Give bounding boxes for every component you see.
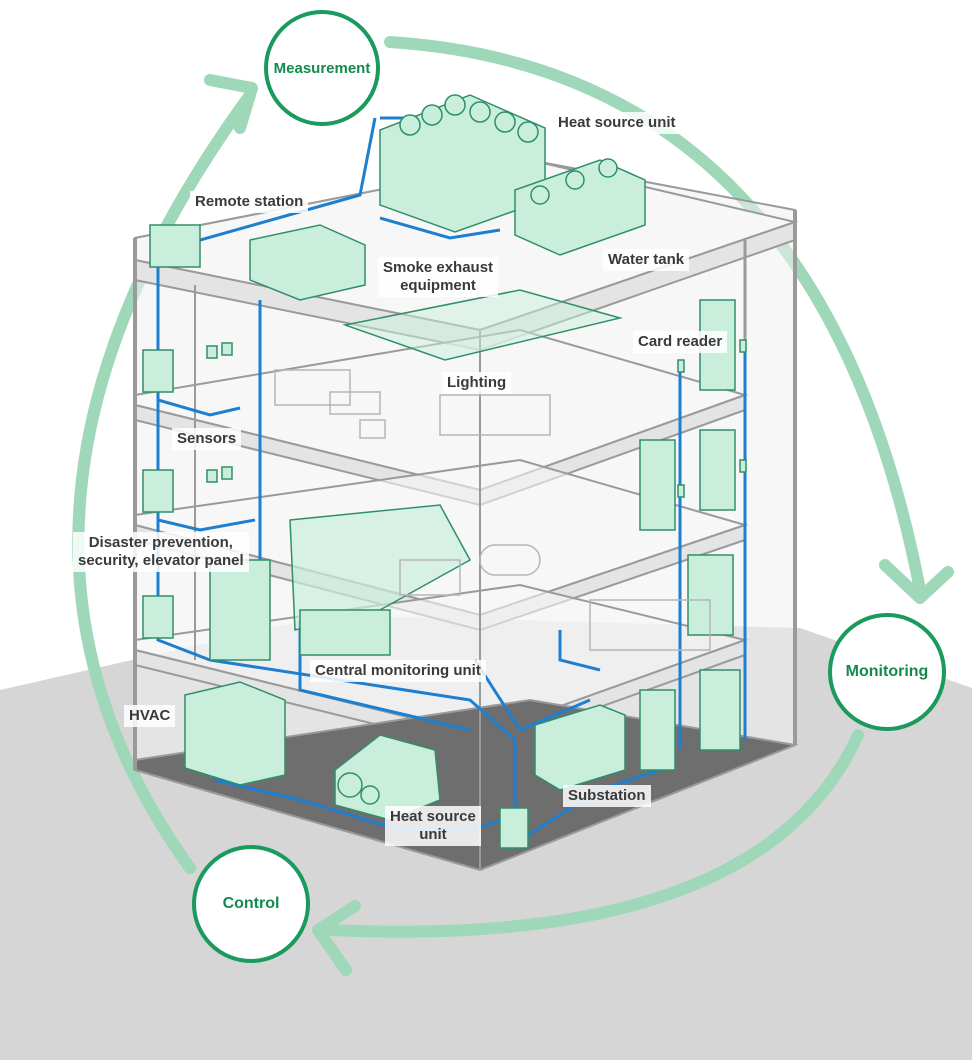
label-disaster-panel: Disaster prevention, security, elevator … bbox=[73, 532, 249, 572]
label-central-monitoring: Central monitoring unit bbox=[310, 660, 486, 682]
basement-box bbox=[499, 807, 529, 849]
label-heat-source-unit-top: Heat source unit bbox=[553, 112, 681, 134]
card-reader-4 bbox=[739, 459, 747, 473]
elevator-door bbox=[687, 554, 734, 636]
sensor-3 bbox=[206, 469, 218, 483]
label-smoke-exhaust: Smoke exhaust equipment bbox=[378, 257, 499, 297]
label-water-tank: Water tank bbox=[603, 249, 690, 271]
label-remote-station: Remote station bbox=[190, 191, 309, 213]
panel-floor3 bbox=[142, 349, 174, 393]
monitoring-node: Monitoring bbox=[828, 613, 946, 731]
furniture bbox=[274, 369, 711, 651]
cycle-arrows bbox=[72, 36, 926, 938]
equipment bbox=[142, 94, 747, 849]
elevator-basement bbox=[699, 669, 741, 751]
label-sensors: Sensors bbox=[172, 428, 242, 450]
door-basement bbox=[639, 689, 676, 771]
hvac-unit bbox=[184, 681, 286, 786]
measurement-node: Measurement bbox=[264, 10, 380, 126]
control-node: Control bbox=[192, 845, 310, 963]
panel-floor2 bbox=[142, 469, 174, 513]
card-reader-3 bbox=[739, 339, 747, 353]
central-monitoring-desk bbox=[299, 609, 391, 656]
panel-floor1 bbox=[142, 595, 174, 639]
substation-cabinet bbox=[534, 704, 626, 791]
label-substation: Substation bbox=[563, 785, 651, 807]
label-hvac: HVAC bbox=[124, 705, 176, 727]
label-card-reader: Card reader bbox=[633, 331, 728, 353]
label-lighting: Lighting bbox=[442, 372, 512, 394]
sensor-4 bbox=[221, 466, 233, 480]
lighting-panel bbox=[342, 289, 623, 361]
cycle-arrowheads bbox=[204, 74, 954, 976]
label-heat-source-unit-bottom: Heat source unit bbox=[385, 806, 481, 846]
smoke-exhaust-unit bbox=[249, 224, 366, 301]
door-1f bbox=[639, 439, 676, 531]
sensor-1 bbox=[206, 345, 218, 359]
card-reader-1 bbox=[677, 359, 685, 373]
water-tank bbox=[514, 159, 646, 256]
door-2f bbox=[699, 429, 736, 511]
equipment-cabinet bbox=[209, 559, 271, 661]
card-reader-2 bbox=[677, 484, 685, 498]
remote-station-panel bbox=[149, 224, 201, 268]
central-monitoring-console bbox=[289, 504, 472, 631]
sensor-2 bbox=[221, 342, 233, 356]
